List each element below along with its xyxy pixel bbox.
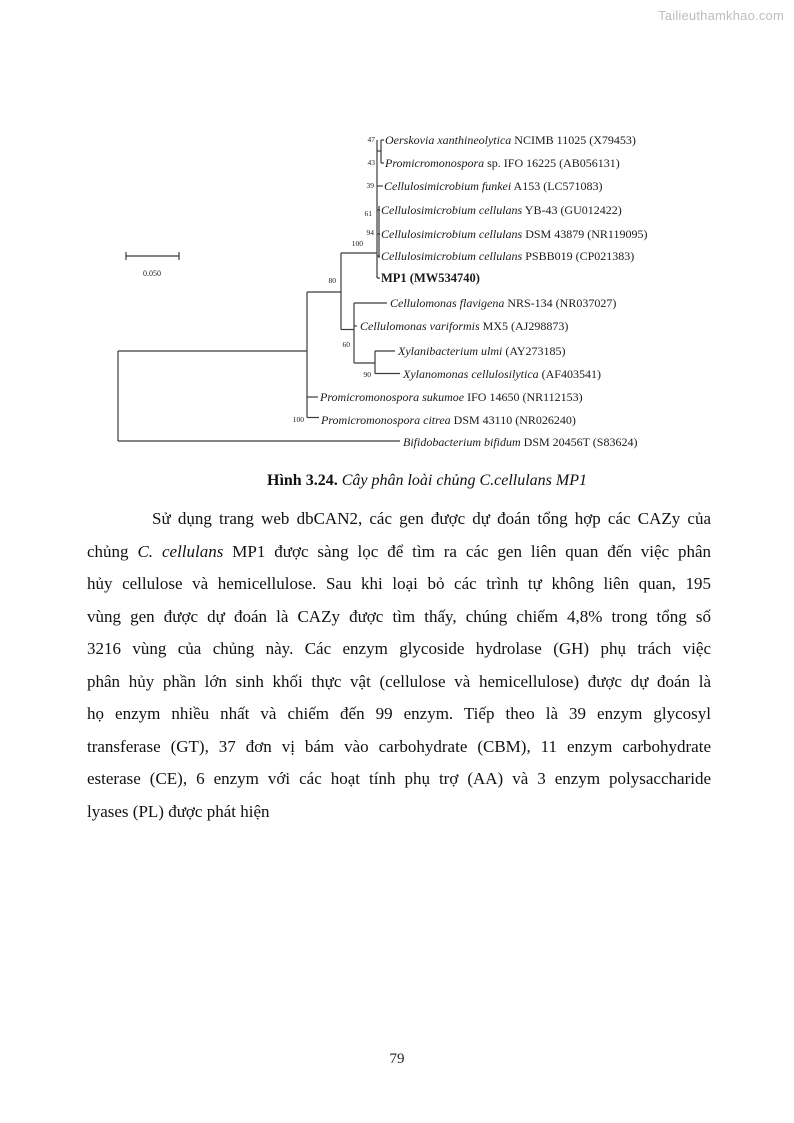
taxon-strain-accession: MP1 (MW534740)	[381, 271, 480, 285]
taxon-label: Bifidobacterium bifidum DSM 20456T (S836…	[403, 435, 637, 449]
taxon-strain-accession: NRS-134 (NR037027)	[504, 296, 616, 310]
taxon-strain-accession: NCIMB 11025 (X79453)	[511, 133, 636, 147]
bootstrap-value: 39	[367, 181, 375, 190]
species-name-italic: C. cellulans	[137, 541, 224, 561]
taxon-label: Promicromonospora sukumoe IFO 14650 (NR1…	[319, 390, 583, 404]
caption-number: Hình 3.24	[267, 472, 334, 489]
body-text-segment: MP1 được sàng lọc để tìm ra các gen liên…	[223, 541, 712, 561]
taxon-label: Cellulomonas flavigena NRS-134 (NR037027…	[390, 296, 616, 310]
bootstrap-value: 43	[368, 158, 376, 167]
taxon-species-italic: Cellulosimicrobium funkei	[384, 179, 511, 193]
body-text-segment: phân hủy phần lớn sinh khối thực vật (ce…	[87, 671, 711, 691]
bootstrap-value: 90	[364, 370, 372, 379]
taxon-label: Cellulosimicrobium cellulans YB-43 (GU01…	[381, 203, 622, 217]
taxon-label: Promicromonospora sp. IFO 16225 (AB05613…	[384, 156, 620, 170]
taxon-strain-accession: IFO 14650 (NR112153)	[464, 390, 583, 404]
taxon-label: MP1 (MW534740)	[381, 271, 480, 285]
taxon-strain-accession: DSM 20456T (S83624)	[521, 435, 638, 449]
taxon-strain-accession: MX5 (AJ298873)	[480, 319, 569, 333]
taxon-strain-accession: (AY273185)	[502, 344, 565, 358]
body-line: lyases (PL) được phát hiện	[87, 796, 711, 829]
taxon-label: Cellulosimicrobium cellulans PSBB019 (CP…	[381, 249, 634, 263]
body-text-segment: chủng	[87, 541, 138, 561]
taxon-species-italic: Cellulosimicrobium cellulans	[381, 203, 523, 217]
taxon-label: Promicromonospora citrea DSM 43110 (NR02…	[320, 413, 576, 427]
body-line: transferase (GT), 37 đơn vị bám vào carb…	[87, 731, 711, 764]
body-text-segment: 3216 vùng của chủng này. Các enzym glyco…	[87, 639, 711, 658]
bootstrap-value: 61	[365, 209, 373, 218]
taxon-species-italic: Xylanomonas cellulosilytica	[402, 367, 539, 381]
taxon-species-italic: Promicromonospora citrea	[320, 413, 451, 427]
taxon-label: Cellulosimicrobium cellulans DSM 43879 (…	[381, 227, 647, 241]
taxon-species-italic: Promicromonospora sukumoe	[319, 390, 465, 404]
body-text-segment: lyases (PL) được phát hiện	[87, 801, 270, 821]
body-line: Sử dụng trang web dbCAN2, các gen được d…	[87, 503, 711, 536]
bootstrap-value: 60	[343, 340, 351, 349]
taxon-species-italic: Bifidobacterium bifidum	[403, 435, 521, 449]
taxon-label: Cellulomonas variformis MX5 (AJ298873)	[360, 319, 568, 333]
taxon-strain-accession: DSM 43879 (NR119095)	[522, 227, 647, 241]
body-line: vùng gen được dự đoán là CAZy được tìm t…	[87, 601, 711, 634]
body-text-segment: transferase (GT), 37 đơn vị bám vào carb…	[87, 736, 711, 756]
caption-text: Cây phân loài chủng C.cellulans MP1	[341, 472, 587, 489]
watermark: Tailieuthamkhao.com	[658, 8, 784, 23]
body-text-segment: vùng gen được dự đoán là CAZy được tìm t…	[87, 606, 711, 626]
body-text-segment: esterase (CE), 6 enzym với các hoạt tính…	[87, 769, 711, 788]
bootstrap-value: 100	[352, 239, 364, 248]
bootstrap-value: 100	[293, 415, 305, 424]
taxon-species-italic: Cellulosimicrobium cellulans	[381, 249, 523, 263]
body-text-segment: Sử dụng trang web dbCAN2, các gen được d…	[152, 509, 711, 528]
taxon-species-italic: Cellulosimicrobium cellulans	[381, 227, 523, 241]
body-line: 3216 vùng của chủng này. Các enzym glyco…	[87, 633, 711, 666]
taxon-species-italic: Oerskovia xanthineolytica	[385, 133, 511, 147]
body-line: họ enzym nhiều nhất và chiếm đến 99 enzy…	[87, 698, 711, 731]
taxon-label: Cellulosimicrobium funkei A153 (LC571083…	[384, 179, 603, 193]
caption-separator: .	[333, 472, 342, 489]
figure-caption: Hình 3.24. Cây phân loài chủng C.cellula…	[267, 472, 587, 490]
taxon-species-italic: Promicromonospora	[384, 156, 484, 170]
taxon-label: Xylanomonas cellulosilytica (AF403541)	[402, 367, 601, 381]
taxon-strain-accession: DSM 43110 (NR026240)	[451, 413, 576, 427]
body-paragraph: Sử dụng trang web dbCAN2, các gen được d…	[87, 503, 711, 828]
bootstrap-value: 47	[368, 135, 376, 144]
taxon-strain-accession: YB-43 (GU012422)	[522, 203, 622, 217]
taxon-strain-accession: A153 (LC571083)	[511, 179, 602, 193]
body-line: esterase (CE), 6 enzym với các hoạt tính…	[87, 763, 711, 796]
taxon-label: Xylanibacterium ulmi (AY273185)	[397, 344, 566, 358]
taxon-species-italic: Cellulomonas variformis	[360, 319, 480, 333]
taxon-label: Oerskovia xanthineolytica NCIMB 11025 (X…	[385, 133, 636, 147]
body-line: phân hủy phần lớn sinh khối thực vật (ce…	[87, 666, 711, 699]
taxon-strain-accession: sp. IFO 16225 (AB056131)	[484, 156, 620, 170]
bootstrap-value: 80	[329, 276, 337, 285]
taxon-strain-accession: (AF403541)	[539, 367, 601, 381]
page-number: 79	[389, 1051, 405, 1067]
body-line: chủng C. cellulans MP1 được sàng lọc để …	[87, 536, 711, 569]
taxon-species-italic: Cellulomonas flavigena	[390, 296, 504, 310]
taxon-strain-accession: PSBB019 (CP021383)	[522, 249, 634, 263]
bootstrap-value: 94	[367, 228, 375, 237]
body-text-segment: họ enzym nhiều nhất và chiếm đến 99 enzy…	[87, 704, 711, 723]
body-text-segment: hủy cellulose và hemicellulose. Sau khi …	[87, 574, 711, 593]
taxon-species-italic: Xylanibacterium ulmi	[397, 344, 502, 358]
body-line: hủy cellulose và hemicellulose. Sau khi …	[87, 568, 711, 601]
scale-label: 0.050	[143, 269, 161, 278]
